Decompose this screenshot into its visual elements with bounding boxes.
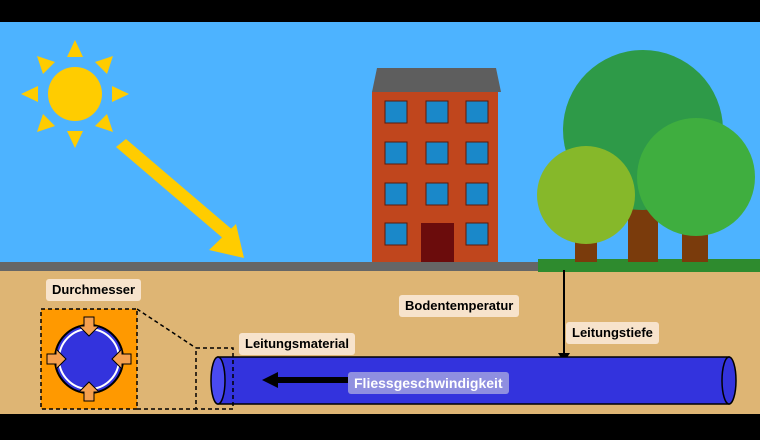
flow-arrow-icon	[262, 372, 360, 388]
sun-ray-arrow	[116, 139, 244, 258]
trees	[537, 50, 755, 262]
zoom-connector	[136, 308, 234, 410]
tree-crown-left	[537, 146, 635, 244]
house	[372, 68, 501, 262]
road-surface	[0, 262, 538, 271]
roof	[372, 68, 501, 92]
label-pipe-material: Leitungsmaterial	[239, 333, 356, 355]
pipe-cross-section-detail	[40, 308, 138, 410]
grass-strip	[538, 259, 760, 272]
label-flow-speed: Fliessgeschwindigkeit	[348, 372, 509, 394]
pressure-arrows-icon	[46, 316, 132, 402]
label-diameter: Durchmesser	[46, 279, 142, 301]
label-pipe-depth: Leitungstiefe	[566, 322, 659, 344]
label-soil-temperature: Bodentemperatur	[399, 295, 520, 317]
door	[421, 223, 454, 262]
sun-icon	[21, 40, 129, 148]
tree-crown-right	[637, 118, 755, 236]
